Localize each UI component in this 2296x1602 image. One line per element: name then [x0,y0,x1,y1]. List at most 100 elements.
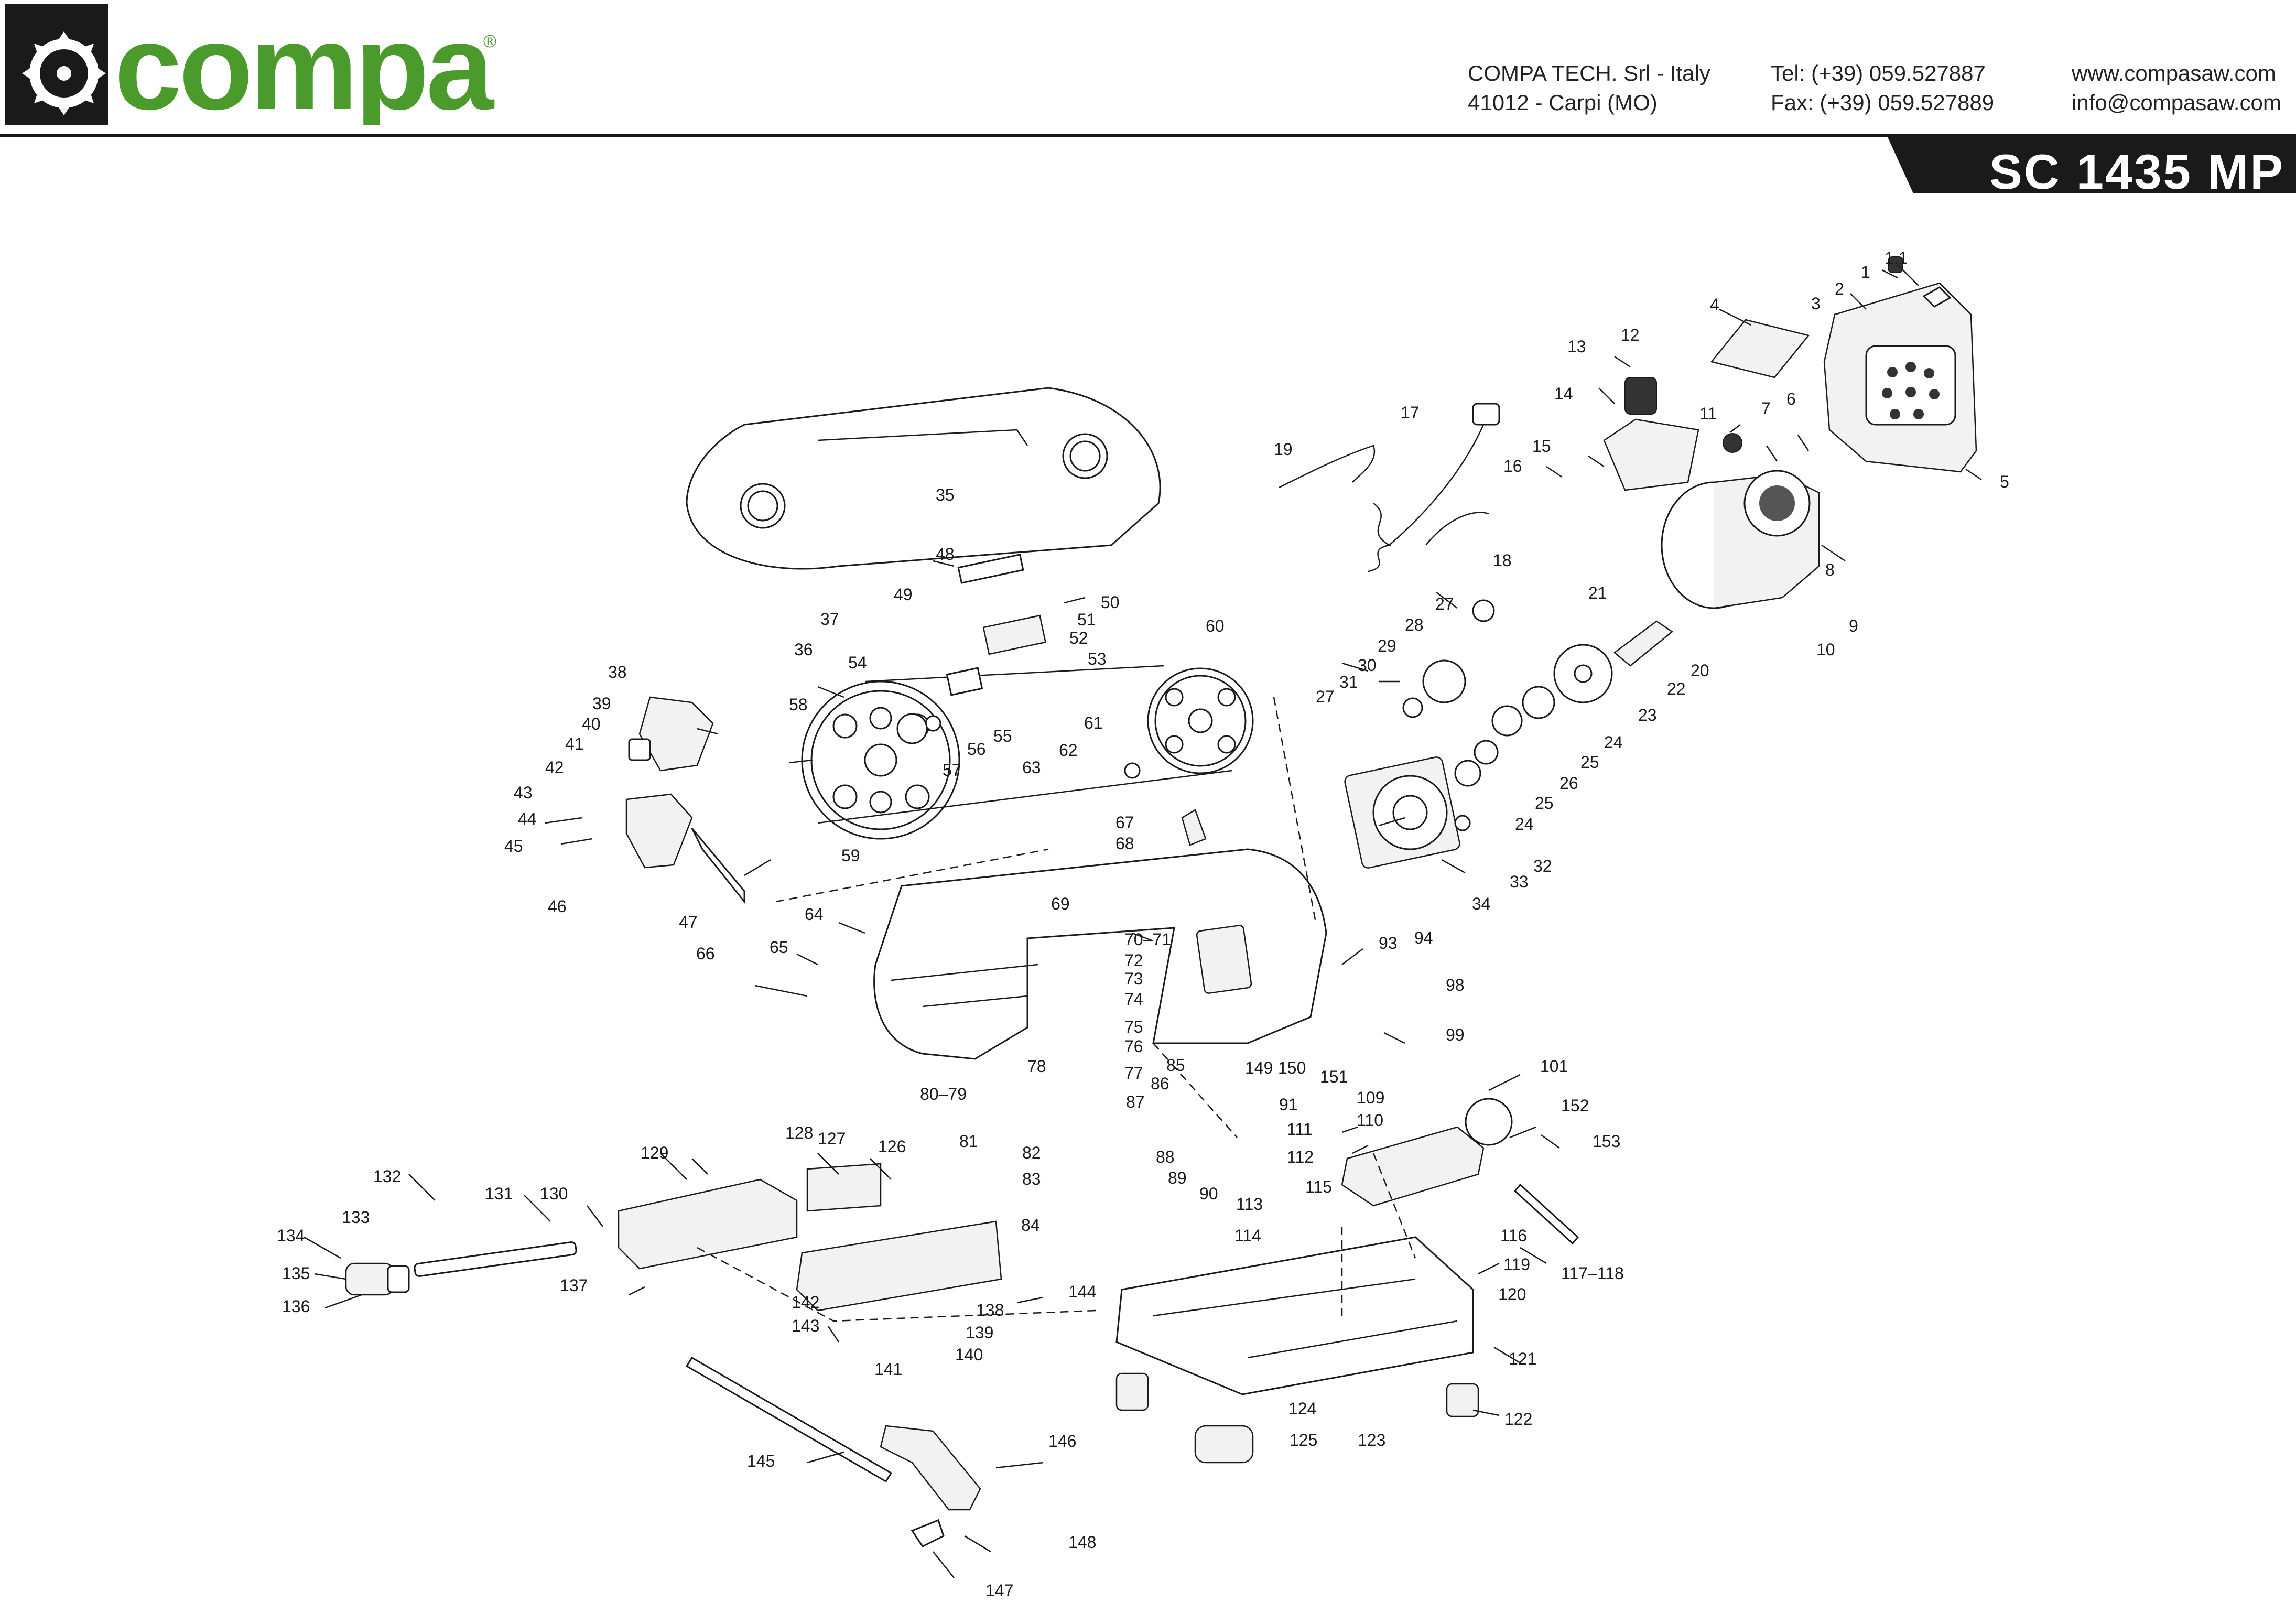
label-131: 131 [485,1184,513,1203]
label-122: 122 [1504,1410,1532,1428]
label-30: 30 [1358,656,1377,675]
label-127: 127 [818,1129,846,1148]
website-link[interactable]: www.compasaw.com [2072,61,2276,85]
feet [1115,1372,1479,1464]
label-135: 135 [282,1264,310,1283]
label-68: 68 [1115,834,1134,853]
label-19: 19 [1274,440,1293,459]
column-arm [1341,1098,1579,1245]
label-89: 89 [1168,1168,1187,1187]
page-header: compa ® COMPA TECH. Srl - Italy 41012 - … [0,0,2296,142]
brand-name: compa [114,4,495,125]
label-14: 14 [1554,384,1573,403]
label-4: 4 [1710,295,1719,314]
part-labels: 1.1 1 2 3 4 5 6 7 8 9 10 11 12 13 14 15 … [277,248,2009,1600]
label-110: 110 [1357,1111,1383,1130]
label-101: 101 [1540,1057,1568,1076]
label-8: 8 [1825,560,1835,579]
label-140: 140 [955,1345,983,1364]
label-52: 52 [1069,629,1088,647]
label-98: 98 [1446,976,1465,994]
label-145: 145 [747,1452,775,1470]
contact-web: www.compasaw.com info@compasaw.com [2072,59,2281,117]
label-63: 63 [1022,758,1041,777]
fax: Fax: (+39) 059.527889 [1771,90,1995,115]
label-149: 149 [1245,1058,1273,1077]
label-27b: 27 [1316,687,1335,706]
label-12: 12 [1621,326,1640,344]
label-109: 109 [1357,1088,1384,1107]
label-16: 16 [1503,457,1522,475]
label-53: 53 [1088,650,1107,668]
motor-knob [1888,256,1903,273]
label-70-71: 70–71 [1124,930,1171,949]
power-cable [1279,403,1500,572]
contact-company: COMPA TECH. Srl - Italy 41012 - Carpi (M… [1468,59,1710,117]
label-123: 123 [1358,1431,1385,1449]
label-87: 87 [1126,1092,1145,1111]
label-62: 62 [1059,741,1078,760]
blade-guard [686,387,1161,570]
label-66: 66 [696,944,715,963]
label-150: 150 [1278,1058,1306,1077]
model-name: SC 1435 MP [1989,144,2284,199]
label-73: 73 [1124,969,1143,988]
gearbox [1344,756,1460,869]
label-67: 67 [1115,813,1134,832]
label-133: 133 [342,1208,370,1227]
label-112: 112 [1287,1148,1314,1166]
label-46: 46 [548,897,567,916]
contact-phone: Tel: (+39) 059.527887 Fax: (+39) 059.527… [1771,59,1994,117]
compa-logo: compa ® [5,4,498,125]
company-name: COMPA TECH. Srl - Italy [1468,61,1710,85]
label-81: 81 [959,1132,978,1151]
label-36: 36 [794,640,813,659]
label-45: 45 [504,837,523,856]
label-40: 40 [582,715,601,733]
switch-box [1603,377,1742,491]
feed-lever [685,1356,981,1547]
label-111: 111 [1287,1120,1313,1139]
motor [1661,470,1820,609]
model-banner [1886,134,2296,193]
cable-mat [1710,319,1810,378]
label-25b: 25 [1535,794,1554,813]
label-6: 6 [1786,389,1796,408]
label-31: 31 [1339,673,1358,691]
label-2: 2 [1835,279,1844,298]
label-88: 88 [1156,1148,1175,1166]
label-80-79: 80–79 [920,1085,967,1103]
label-137: 137 [560,1276,588,1295]
label-134: 134 [277,1226,305,1245]
label-64: 64 [805,905,824,924]
label-115: 115 [1305,1177,1332,1196]
label-37: 37 [820,610,839,629]
label-15: 15 [1532,437,1551,456]
label-26: 26 [1559,774,1578,793]
label-18: 18 [1493,551,1512,570]
label-11: 11 [1699,404,1717,423]
label-27: 27 [1435,594,1454,613]
label-1: 1 [1861,263,1870,282]
label-139: 139 [966,1323,993,1342]
label-93: 93 [1379,934,1398,952]
label-120: 120 [1498,1285,1526,1304]
label-126: 126 [878,1137,906,1156]
leader-lines [304,264,1982,1578]
vise-assembly [345,1163,1002,1312]
label-132: 132 [373,1167,401,1186]
label-57: 57 [943,761,961,780]
label-33: 33 [1510,872,1529,891]
label-32: 32 [1533,857,1552,875]
label-151: 151 [1320,1067,1348,1086]
label-51: 51 [1077,610,1096,629]
label-21: 21 [1588,583,1607,602]
label-1-1: 1.1 [1885,248,1908,267]
label-90: 90 [1199,1184,1218,1203]
label-7: 7 [1761,399,1771,418]
label-61: 61 [1084,713,1103,732]
label-128: 128 [785,1123,813,1142]
label-28: 28 [1405,615,1424,634]
email-link[interactable]: info@compasaw.com [2072,90,2281,115]
